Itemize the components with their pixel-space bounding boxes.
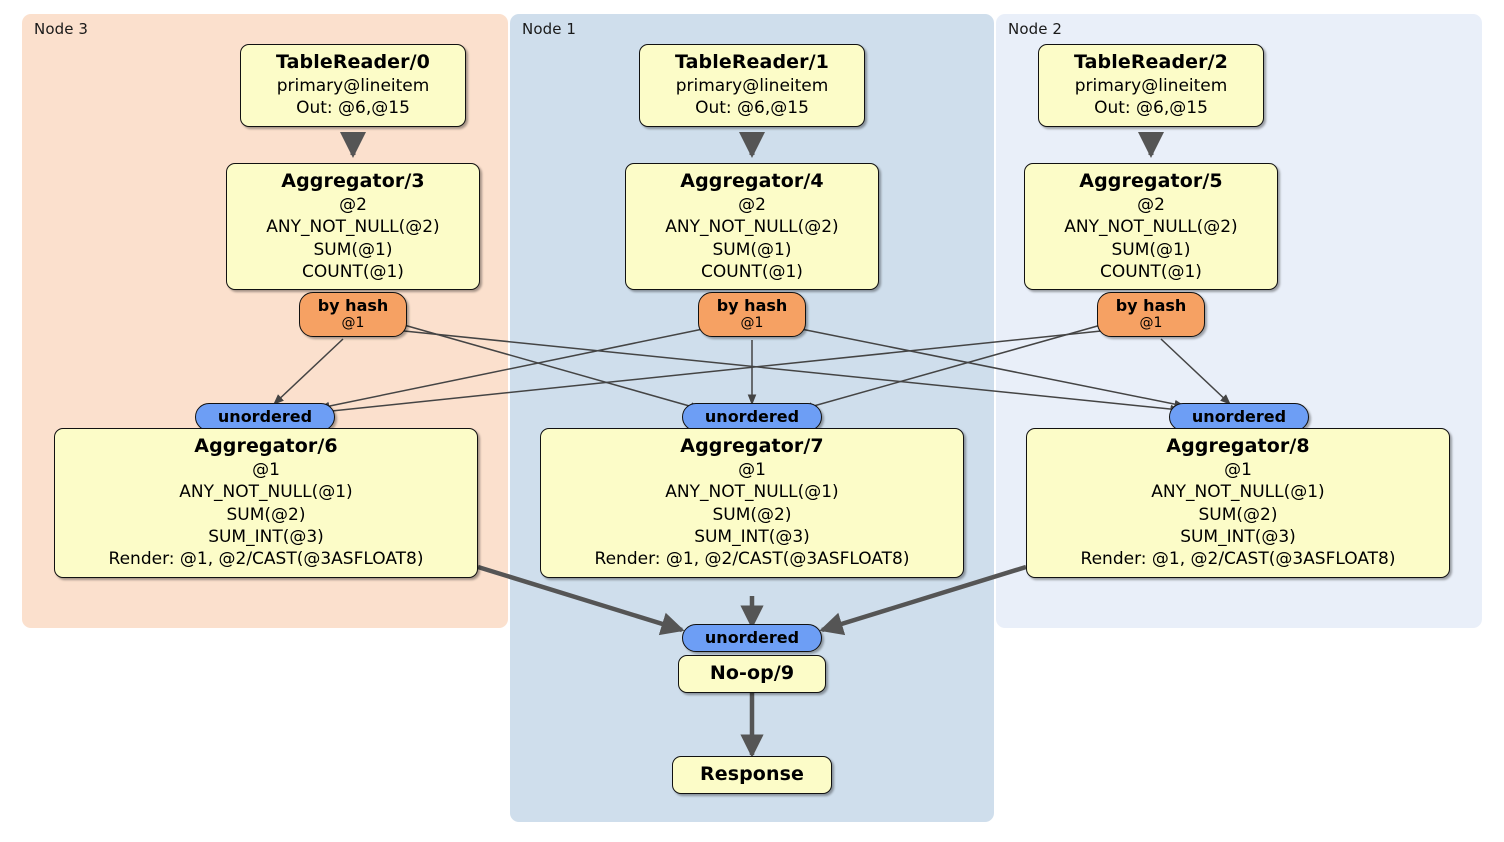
sync-unordered-6[interactable]: unordered — [195, 403, 335, 432]
box-line: SUM(@1) — [313, 239, 393, 260]
box-aggregator-6[interactable]: Aggregator/6 @1 ANY_NOT_NULL(@1) SUM(@2)… — [54, 428, 478, 578]
box-line: primary@lineitem — [675, 75, 829, 96]
box-line: SUM(@1) — [712, 239, 792, 260]
box-line: @1 — [1224, 459, 1252, 480]
sync-label: unordered — [704, 407, 800, 426]
box-line: ANY_NOT_NULL(@1) — [179, 482, 353, 503]
router-label: by hash — [317, 296, 389, 315]
sync-unordered-7[interactable]: unordered — [682, 403, 822, 432]
box-aggregator-7[interactable]: Aggregator/7 @1 ANY_NOT_NULL(@1) SUM(@2)… — [540, 428, 964, 578]
box-response[interactable]: Response — [672, 756, 832, 794]
box-line: SUM(@2) — [1198, 504, 1278, 525]
box-line: Render: @1, @2/CAST(@3ASFLOAT8) — [594, 549, 910, 570]
box-title: Response — [699, 763, 804, 785]
box-title: No-op/9 — [709, 662, 795, 684]
box-line: SUM_INT(@3) — [1180, 527, 1296, 547]
box-line: primary@lineitem — [276, 75, 430, 96]
box-title: Aggregator/4 — [680, 170, 824, 192]
box-line: Out: @6,@15 — [695, 98, 809, 119]
box-tablereader-1[interactable]: TableReader/1 primary@lineitem Out: @6,@… — [639, 44, 865, 127]
box-title: TableReader/1 — [675, 51, 829, 73]
box-line: @2 — [1137, 194, 1165, 215]
box-line: SUM(@1) — [1111, 239, 1191, 260]
box-line: ANY_NOT_NULL(@1) — [1151, 482, 1325, 503]
box-line: SUM(@2) — [226, 504, 306, 525]
box-title: Aggregator/7 — [680, 435, 824, 457]
box-title: TableReader/2 — [1074, 51, 1228, 73]
box-line: COUNT(@1) — [1100, 262, 1202, 282]
box-title: TableReader/0 — [276, 51, 430, 73]
sync-label: unordered — [1191, 407, 1287, 426]
panel-node-3-label: Node 3 — [34, 20, 89, 38]
box-line: primary@lineitem — [1074, 75, 1228, 96]
router-sublabel: @1 — [740, 315, 764, 332]
router-label: by hash — [1115, 296, 1187, 315]
sync-label: unordered — [704, 628, 800, 647]
box-line: COUNT(@1) — [701, 262, 803, 282]
box-line: @2 — [738, 194, 766, 215]
box-title: Aggregator/3 — [281, 170, 425, 192]
box-noop-9[interactable]: No-op/9 — [678, 655, 826, 693]
panel-node-2-label: Node 2 — [1008, 20, 1063, 38]
sync-unordered-9[interactable]: unordered — [682, 624, 822, 653]
box-line: @2 — [339, 194, 367, 215]
box-title: Aggregator/5 — [1079, 170, 1223, 192]
box-line: Render: @1, @2/CAST(@3ASFLOAT8) — [1080, 549, 1396, 570]
box-title: Aggregator/8 — [1166, 435, 1310, 457]
box-tablereader-2[interactable]: TableReader/2 primary@lineitem Out: @6,@… — [1038, 44, 1264, 127]
box-line: ANY_NOT_NULL(@2) — [665, 217, 839, 238]
box-line: SUM_INT(@3) — [208, 527, 324, 547]
box-line: Out: @6,@15 — [1094, 98, 1208, 119]
box-line: Out: @6,@15 — [296, 98, 410, 119]
sync-label: unordered — [217, 407, 313, 426]
box-line: Render: @1, @2/CAST(@3ASFLOAT8) — [108, 549, 424, 570]
box-tablereader-0[interactable]: TableReader/0 primary@lineitem Out: @6,@… — [240, 44, 466, 127]
box-title: Aggregator/6 — [194, 435, 338, 457]
box-line: SUM(@2) — [712, 504, 792, 525]
box-aggregator-5[interactable]: Aggregator/5 @2 ANY_NOT_NULL(@2) SUM(@1)… — [1024, 163, 1278, 291]
router-label: by hash — [716, 296, 788, 315]
box-line: ANY_NOT_NULL(@1) — [665, 482, 839, 503]
box-line: @1 — [738, 459, 766, 480]
router-sublabel: @1 — [1139, 315, 1163, 332]
router-by-hash-5[interactable]: by hash @1 — [1097, 292, 1205, 337]
box-line: ANY_NOT_NULL(@2) — [266, 217, 440, 238]
box-aggregator-4[interactable]: Aggregator/4 @2 ANY_NOT_NULL(@2) SUM(@1)… — [625, 163, 879, 291]
box-line: SUM_INT(@3) — [694, 527, 810, 547]
box-line: ANY_NOT_NULL(@2) — [1064, 217, 1238, 238]
router-by-hash-3[interactable]: by hash @1 — [299, 292, 407, 337]
box-aggregator-8[interactable]: Aggregator/8 @1 ANY_NOT_NULL(@1) SUM(@2)… — [1026, 428, 1450, 578]
panel-node-1-label: Node 1 — [522, 20, 577, 38]
router-by-hash-4[interactable]: by hash @1 — [698, 292, 806, 337]
box-line: COUNT(@1) — [302, 262, 404, 282]
box-line: @1 — [252, 459, 280, 480]
sync-unordered-8[interactable]: unordered — [1169, 403, 1309, 432]
box-aggregator-3[interactable]: Aggregator/3 @2 ANY_NOT_NULL(@2) SUM(@1)… — [226, 163, 480, 291]
router-sublabel: @1 — [341, 315, 365, 332]
